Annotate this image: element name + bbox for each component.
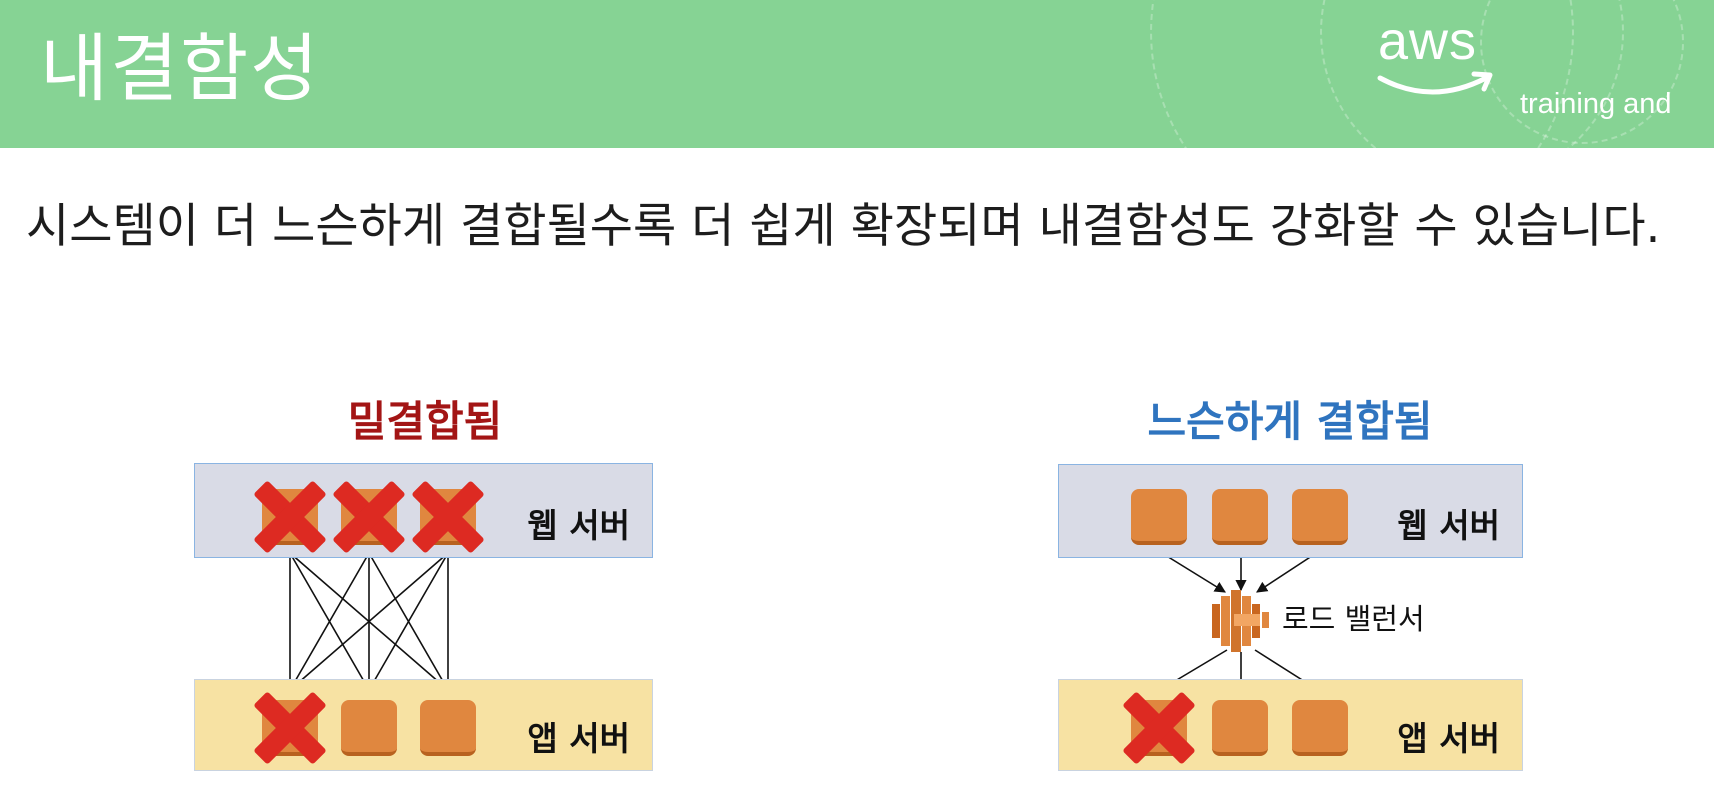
failure-x-icon [337,485,401,549]
app-server [420,700,476,756]
tight-coupling-lines [284,552,454,692]
connection-line [289,552,449,691]
load-balancer-label: 로드 밸런서 [1282,602,1425,636]
app-server-failed [262,700,318,756]
header-banner: 내결함성 aws training and certification [0,0,1714,148]
tightly-coupled-title: 밀결합됨 [347,397,503,446]
app-tier-label: 앱 서버 [1397,719,1500,758]
tight-app-tier: 앱 서버 [194,679,653,771]
tight-web-tier: 웹 서버 [194,463,653,558]
tagline-line-1: training and [1520,88,1672,120]
web-server [1131,489,1187,545]
web-server [1212,489,1268,545]
failure-x-icon [416,485,480,549]
page-title: 내결함성 [40,26,321,112]
aws-logo-word: aws [1378,11,1478,71]
failure-x-icon [1127,696,1191,760]
main-statement: 시스템이 더 느슨하게 결합될수록 더 쉽게 확장되며 내결함성도 강화할 수 … [26,199,1661,254]
load-balancer-icon [1212,590,1269,652]
failure-x-icon [258,696,322,760]
web-tier-label: 웹 서버 [1397,506,1500,545]
app-server [1212,700,1268,756]
loose-app-tier: 앱 서버 [1058,679,1523,771]
aws-logo-tagline: training and certification [1520,22,1672,148]
connection-line [368,552,449,691]
web-server-failed [341,489,397,545]
failure-x-icon [258,485,322,549]
web-tier-label: 웹 서버 [527,506,630,545]
loosely-coupled-title: 느슨하게 결합됨 [1147,397,1433,446]
app-server-failed [1131,700,1187,756]
loose-web-tier: 웹 서버 [1058,464,1523,558]
web-server-failed [262,489,318,545]
aws-smile-icon [1377,71,1493,95]
web-server-failed [420,489,476,545]
app-server [1292,700,1348,756]
web-server [1292,489,1348,545]
app-server [341,700,397,756]
aws-training-logo: aws training and certification [1370,11,1700,120]
app-tier-label: 앱 서버 [527,719,630,758]
connection-line [289,552,370,691]
